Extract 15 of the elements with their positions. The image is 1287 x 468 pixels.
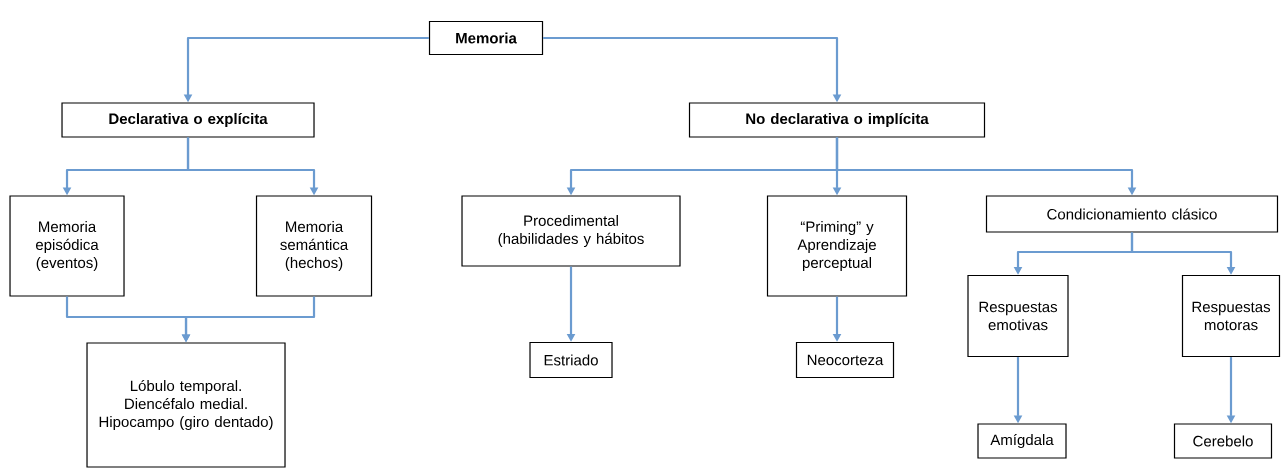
concept-box: Condicionamiento clásico: [985, 195, 1279, 233]
concept-box: Respuestas emotivas: [967, 274, 1069, 358]
concept-box: Procedimental (habilidades y hábitos: [461, 195, 681, 267]
concept-box: Lóbulo temporal. Diencéfalo medial. Hipocampo (giro dentado): [86, 342, 286, 468]
concept-box: “Priming” y Aprendizaje perceptual: [766, 195, 908, 297]
concept-box: Estriado: [529, 341, 613, 379]
concept-box: Declarativa o explícita: [61, 102, 315, 138]
concept-box: Amígdala: [977, 423, 1067, 459]
concept-box: Cerebelo: [1173, 423, 1273, 459]
concept-box: Memoria: [428, 20, 544, 56]
concept-box: No declarativa o implícita: [688, 102, 986, 138]
concept-box: Memoria semántica (hechos): [255, 195, 373, 297]
concept-box: Respuestas motoras: [1181, 274, 1281, 358]
concept-box: Neocorteza: [795, 341, 895, 379]
concept-box: Memoria episódica (eventos): [9, 195, 125, 297]
